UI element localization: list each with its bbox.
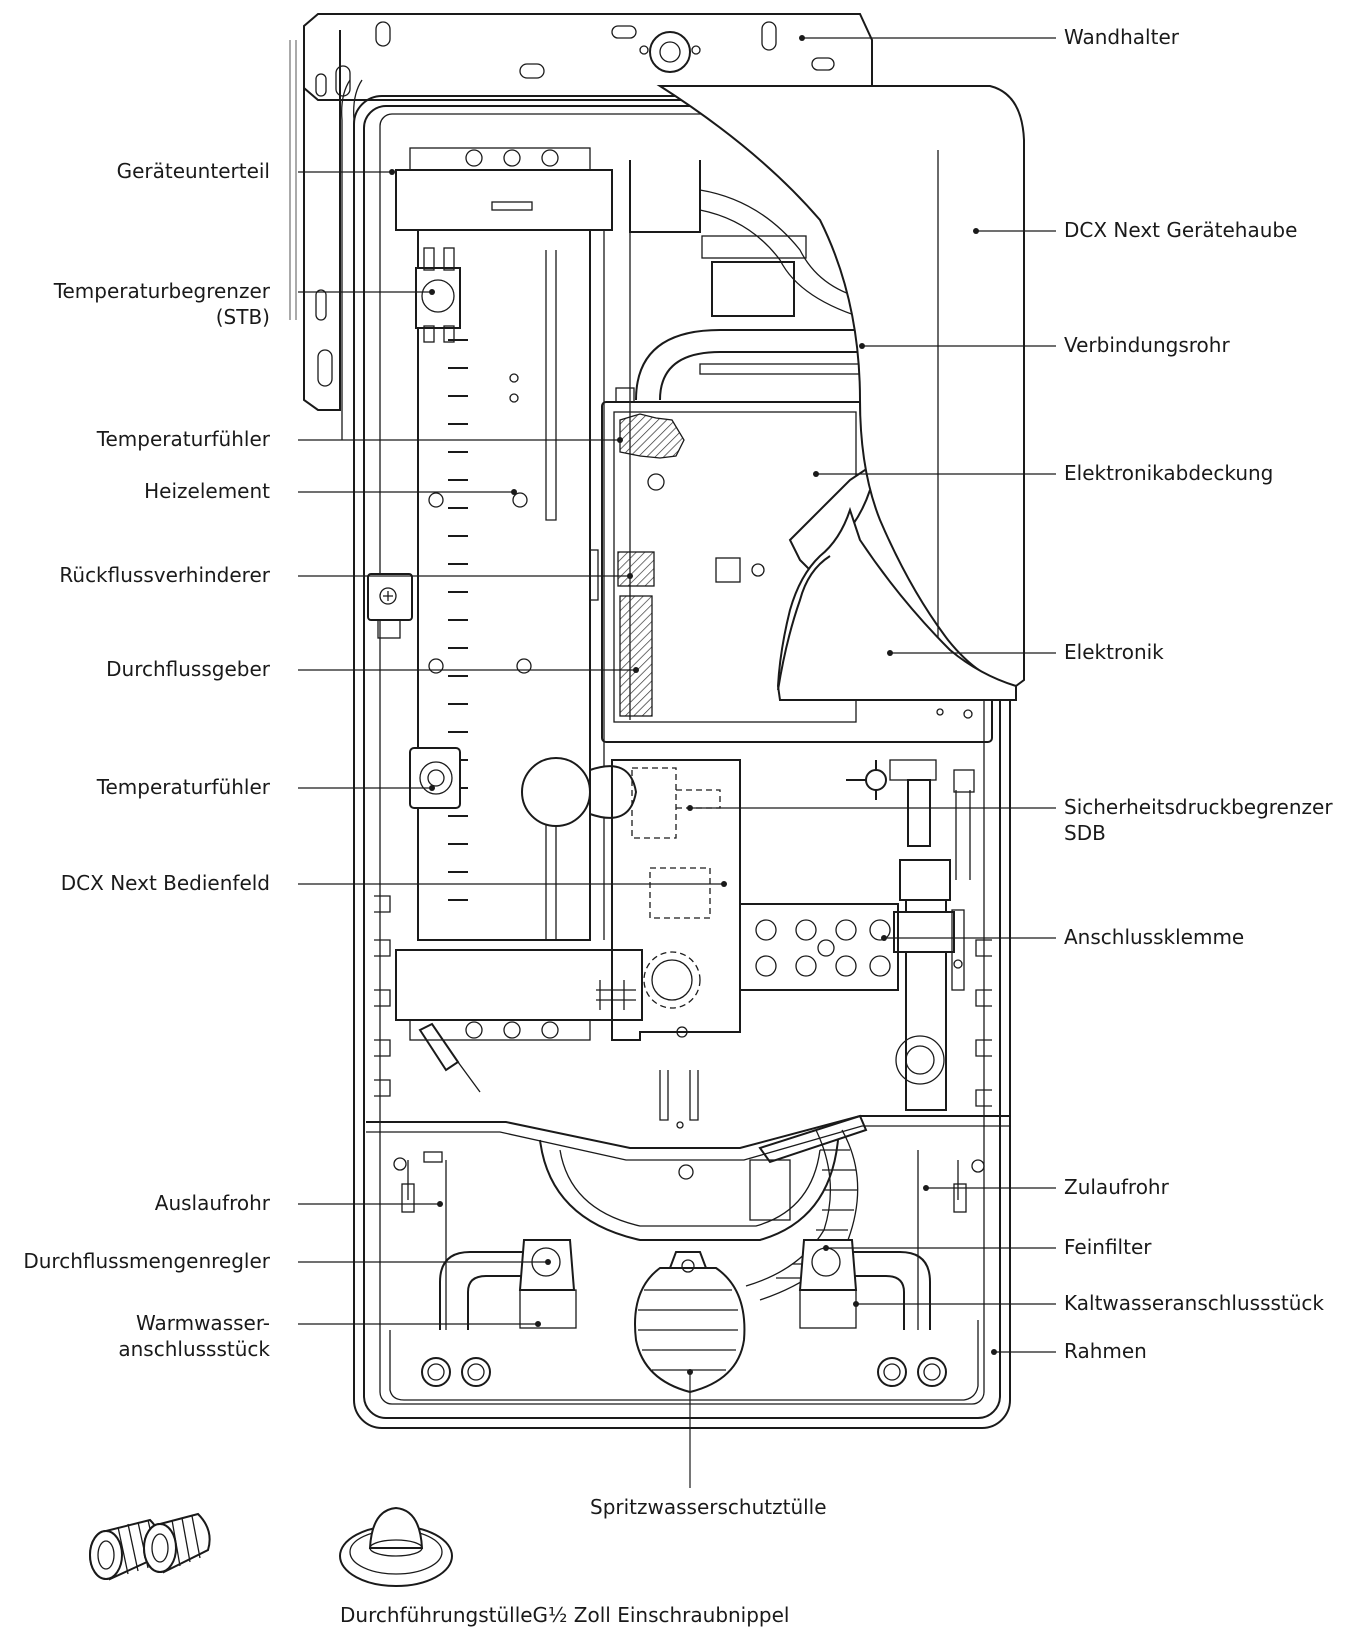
- control-panel: [611, 759, 741, 1129]
- label-wandhalter: Wandhalter: [1064, 25, 1179, 49]
- bottom-tray: [366, 895, 1010, 1394]
- inlet-pipe: [846, 759, 975, 1111]
- leader-lines: [298, 35, 1056, 1488]
- connection-tube: [629, 160, 897, 401]
- label-elektronikabdeckung: Elektronikabdeckung: [1064, 461, 1274, 485]
- temperature-limiter: [415, 247, 461, 343]
- label-temperaturbegrenzer: Temperaturbegrenzer (STB): [54, 278, 270, 330]
- frame: [353, 95, 1011, 1429]
- wall-bracket: [289, 13, 873, 440]
- label-warmwasser-line1: Warmwasser-: [135, 1311, 270, 1335]
- label-accessories-caption: DurchführungstülleG½ Zoll Einschraubnipp…: [340, 1603, 790, 1627]
- side-clips: [374, 895, 992, 1173]
- label-verbindungsrohr: Verbindungsrohr: [1064, 333, 1230, 357]
- label-sicherheitsdruckbegrenzer-line2: SDB: [1064, 821, 1106, 845]
- label-warmwasseranschlussstueck: Warmwasser- anschlussstück: [118, 1310, 270, 1362]
- label-dcx-next-bedienfeld: DCX Next Bedienfeld: [60, 871, 270, 895]
- temperature-sensor-lower: [409, 747, 461, 809]
- label-temperaturbegrenzer-line1: Temperaturbegrenzer: [53, 279, 270, 303]
- label-feinfilter: Feinfilter: [1064, 1235, 1152, 1259]
- mounting-holes: [421, 1357, 947, 1387]
- label-dcx-next-geraetehaube: DCX Next Gerätehaube: [1064, 218, 1298, 242]
- label-temperaturfuehler-top: Temperaturfühler: [96, 427, 270, 451]
- left-clamp: [367, 573, 413, 639]
- label-rueckflussverhinderer: Rückflussverhinderer: [59, 563, 270, 587]
- terminal-block: [739, 903, 899, 991]
- label-sicherheitsdruckbegrenzer: Sicherheitsdruckbegrenzer SDB: [1064, 794, 1333, 846]
- label-auslaufrohr: Auslaufrohr: [154, 1191, 270, 1215]
- screw-nipples-icon: [89, 1512, 211, 1581]
- outlet-pipe: [401, 1151, 577, 1330]
- device-hood: [656, 85, 1025, 701]
- label-kaltwasseranschlussstueck: Kaltwasseranschlussstück: [1064, 1291, 1325, 1315]
- label-durchflussgeber: Durchflussgeber: [106, 657, 270, 681]
- label-temperaturbegrenzer-line2: (STB): [215, 305, 270, 329]
- label-zulaufrohr: Zulaufrohr: [1064, 1175, 1169, 1199]
- label-temperaturfuehler-bottom: Temperaturfühler: [96, 775, 270, 799]
- label-warmwasser-line2: anschlussstück: [118, 1337, 270, 1361]
- inlet-lower-pipe: [798, 1150, 967, 1330]
- label-sicherheitsdruckbegrenzer-line1: Sicherheitsdruckbegrenzer: [1064, 795, 1333, 819]
- label-heizelement: Heizelement: [144, 479, 270, 503]
- label-geraeteunterteil: Geräteunterteil: [116, 159, 270, 183]
- label-anschlussklemme: Anschlussklemme: [1064, 925, 1245, 949]
- heater-coil-ticks: [448, 339, 468, 901]
- label-rahmen: Rahmen: [1064, 1339, 1147, 1363]
- label-elektronik: Elektronik: [1064, 640, 1164, 664]
- label-spritzwasserschutztuelle: Spritzwasserschutztülle: [590, 1495, 827, 1519]
- grommet-icon: [339, 1506, 453, 1587]
- label-durchflussmengenregler: Durchflussmengenregler: [23, 1249, 270, 1273]
